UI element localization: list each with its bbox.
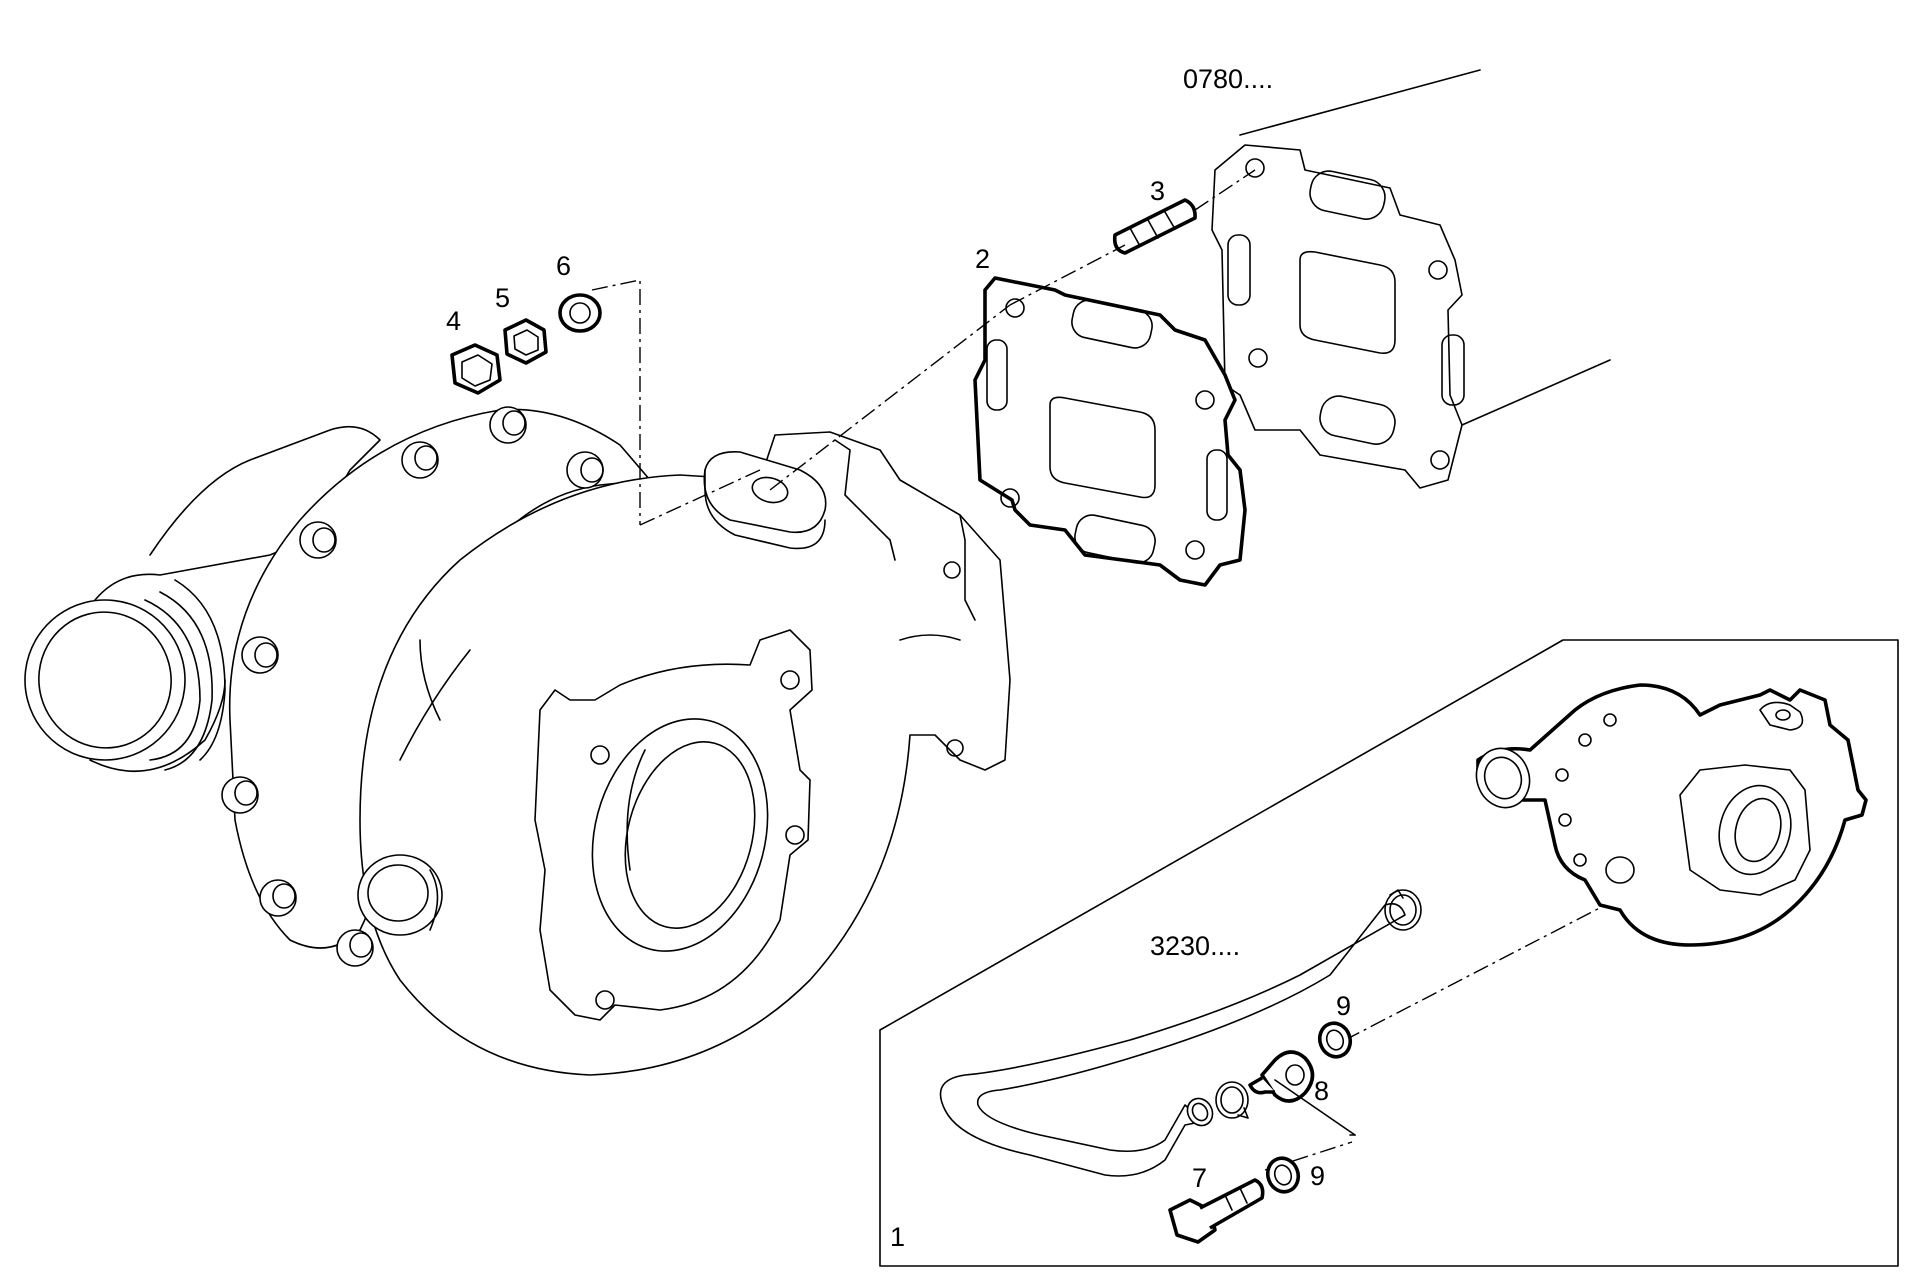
inset-frame [879, 639, 1899, 1267]
callout-3: 3 [1150, 176, 1165, 206]
callout-9-lower: 9 [1310, 1161, 1325, 1191]
flange-bolts [221, 406, 604, 967]
washer-6 [558, 293, 602, 333]
callout-6: 6 [556, 251, 571, 281]
turbocharger-main [24, 406, 1011, 1076]
stud [1112, 198, 1197, 255]
copper-washer-upper [1317, 1021, 1353, 1059]
copper-washer-lower [1265, 1156, 1301, 1194]
callout-2: 2 [975, 244, 990, 274]
callout-labels: 0780.... 3 2 4 5 6 3230.... 9 8 9 7 1 [446, 64, 1351, 1252]
oil-return-pipe [939, 889, 1422, 1177]
callout-5: 5 [495, 283, 510, 313]
callout-4: 4 [446, 306, 461, 336]
turbocharger-inset [1475, 683, 1868, 947]
exhaust-manifold [1211, 69, 1611, 489]
callout-7: 7 [1192, 1163, 1207, 1193]
callout-0780: 0780.... [1183, 64, 1273, 94]
nut-5 [503, 318, 548, 365]
callout-3230: 3230.... [1150, 931, 1240, 961]
callout-9-upper: 9 [1336, 991, 1351, 1021]
gasket [973, 276, 1247, 587]
nut-4 [450, 343, 502, 395]
callout-8: 8 [1314, 1076, 1329, 1106]
banjo-fitting [1248, 1050, 1356, 1136]
callout-1: 1 [890, 1222, 905, 1252]
banjo-bolt [1168, 1178, 1265, 1244]
